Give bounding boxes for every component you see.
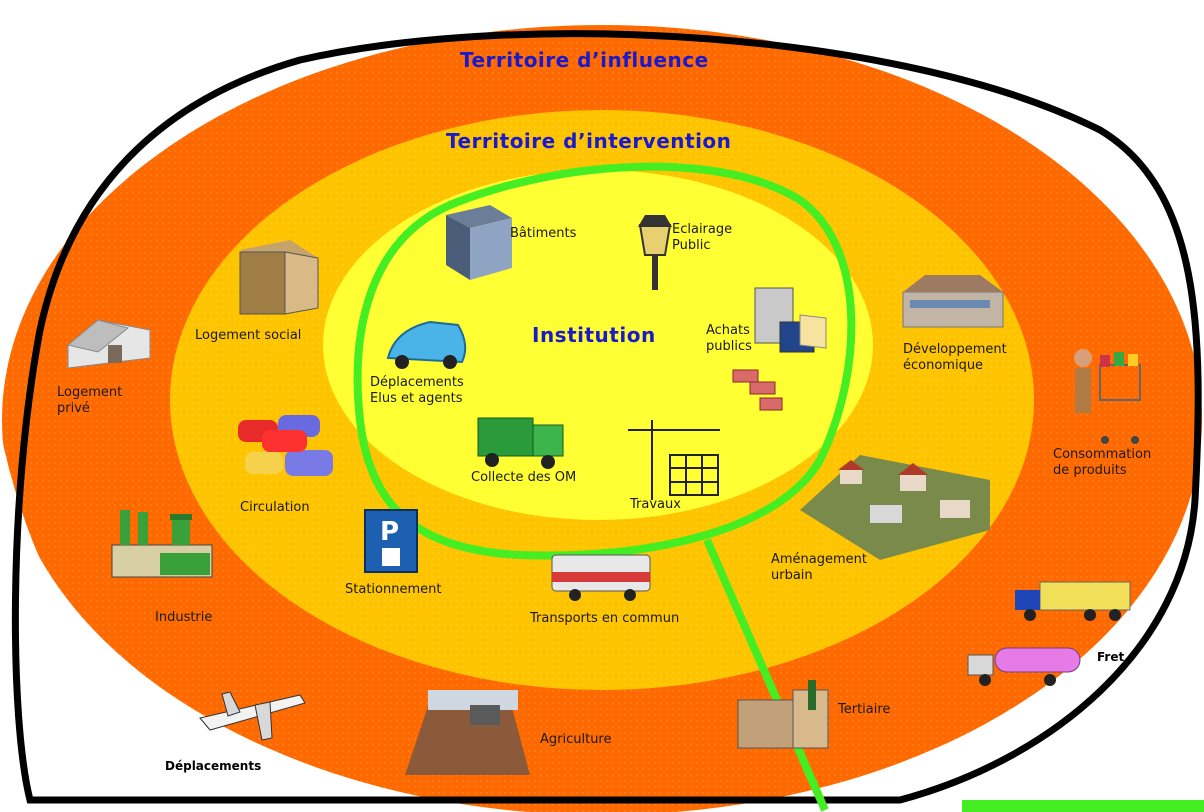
label-achats-publics: Achats publics <box>706 323 752 354</box>
label-fret: Fret <box>1097 650 1125 664</box>
tractor-field-icon <box>405 690 530 775</box>
garbage-truck-icon <box>477 417 564 469</box>
apartment-building-icon <box>239 240 319 315</box>
traffic-jam-icon <box>238 415 333 476</box>
label-batiments: Bâtiments <box>510 226 577 241</box>
filing-cabinet-icon <box>754 287 827 353</box>
label-circulation: Circulation <box>240 500 310 515</box>
bus-icon <box>551 554 651 601</box>
tanker-truck-icon <box>967 647 1081 686</box>
house-icon <box>66 319 151 369</box>
label-eclairage-public: Eclairage Public <box>672 222 733 253</box>
label-logement-prive: Logement privé <box>57 385 123 416</box>
factory-icon <box>111 510 213 578</box>
label-travaux: Travaux <box>630 497 681 512</box>
office-building-icon <box>446 205 512 280</box>
intervention-title: Territoire d’intervention <box>446 129 732 153</box>
institution-boundary <box>353 162 856 560</box>
label-consommation-produits: Consommation de produits <box>1053 447 1152 478</box>
car-icon <box>386 320 467 369</box>
truck-icon <box>1015 581 1131 621</box>
crane-icon <box>628 420 720 500</box>
label-deplacements-elus: Déplacements Elus et agents <box>370 375 464 406</box>
bricks-icon <box>732 369 783 411</box>
label-transports-commun: Transports en commun <box>530 611 680 626</box>
label-developpement-economique: Développement économique <box>903 342 1007 373</box>
svg-text:P: P <box>380 517 399 547</box>
label-tertiaire: Tertiaire <box>838 702 891 717</box>
institution-title: Institution <box>532 323 656 347</box>
label-amenagement-urbain: Aménagement urbain <box>771 552 868 583</box>
label-agriculture: Agriculture <box>540 732 612 747</box>
airplane-icon <box>199 691 306 741</box>
urban-development-icon <box>800 455 990 560</box>
label-stationnement: Stationnement <box>345 582 442 597</box>
parking-sign-icon: P <box>364 509 418 573</box>
label-logement-social: Logement social <box>195 328 302 343</box>
shopper-icon <box>1074 349 1141 444</box>
label-collecte-om: Collecte des OM <box>471 470 577 485</box>
label-industrie: Industrie <box>155 610 213 625</box>
business-park-icon <box>902 275 1004 328</box>
label-deplacements: Déplacements <box>165 759 262 773</box>
influence-title: Territoire d’influence <box>460 48 709 72</box>
street-lamp-icon <box>638 215 672 290</box>
office-block-icon <box>737 680 829 749</box>
outer-boundary <box>11 30 1202 804</box>
